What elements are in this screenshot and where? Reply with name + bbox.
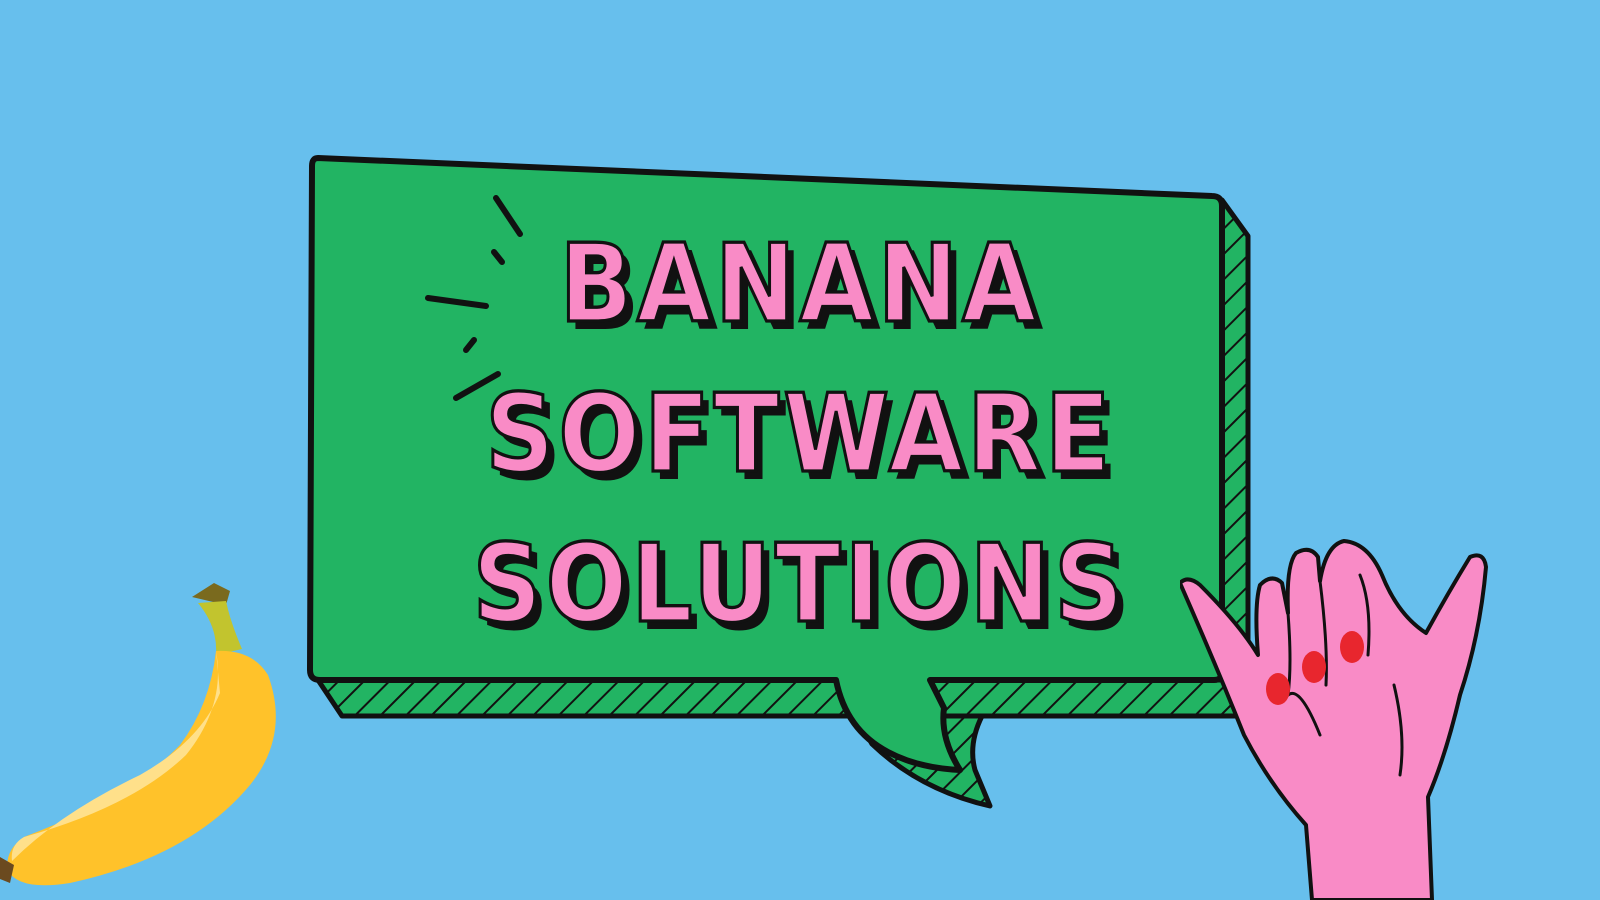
banana-icon xyxy=(0,583,276,886)
title-line-3: SOLUTIONS xyxy=(471,521,1128,647)
hand-icon xyxy=(1180,539,1488,900)
title-line-2: SOFTWARE xyxy=(484,371,1115,497)
title-line-1: BANANA xyxy=(558,221,1041,347)
burst-marks xyxy=(425,195,523,401)
